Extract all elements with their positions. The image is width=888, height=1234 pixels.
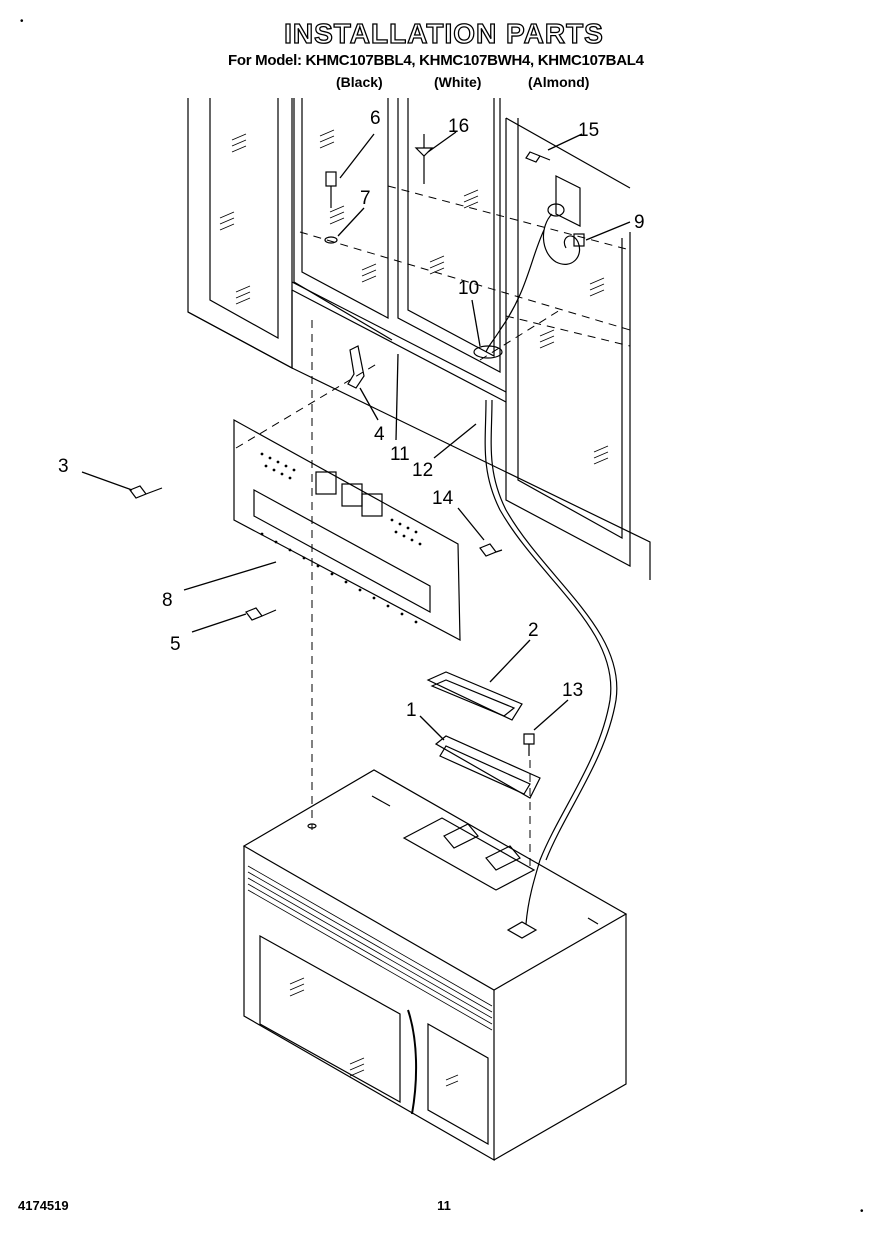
callout-numbers: 1 2 3 4 5 6 7 8 9 10 11 12 13 14 15 16 [58,108,645,721]
callout-2: 2 [528,620,539,641]
callout-10: 10 [458,278,479,299]
model-line: For Model: KHMC107BBL4, KHMC107BWH4, KHM… [228,52,644,69]
callout-11: 11 [390,444,410,465]
callout-3: 3 [58,456,69,477]
callout-5: 5 [170,634,181,655]
callout-4: 4 [374,424,385,445]
callout-12: 12 [412,460,433,481]
corner-mark-top: • [20,16,24,27]
leader-lines [81,131,631,741]
finish-black: (Black) [336,74,383,90]
finish-almond: (Almond) [528,74,590,90]
mounting-plate-part-8 [233,418,461,642]
callout-7: 7 [360,188,371,209]
corner-mark-bottom: • [860,1206,864,1217]
callout-15: 15 [578,120,599,141]
damper-parts [426,671,541,799]
hidden-lines [235,185,631,870]
page-title: INSTALLATION PARTS [283,17,604,49]
callout-14: 14 [432,488,454,509]
page-number: 11 [437,1198,451,1213]
finish-white: (White) [434,74,482,90]
document-number: 4174519 [18,1198,69,1213]
outlet-and-cord [473,175,618,925]
screws [129,485,535,756]
callout-8: 8 [162,590,173,611]
callout-6: 6 [370,108,381,129]
callout-9: 9 [634,212,645,233]
callout-13: 13 [562,680,583,701]
upper-cabinets [187,98,651,580]
small-parts-top [324,134,551,244]
microwave-oven [242,769,628,1162]
callout-1: 1 [406,700,417,721]
bracket-part-4 [347,345,365,389]
callout-16: 16 [448,116,469,137]
